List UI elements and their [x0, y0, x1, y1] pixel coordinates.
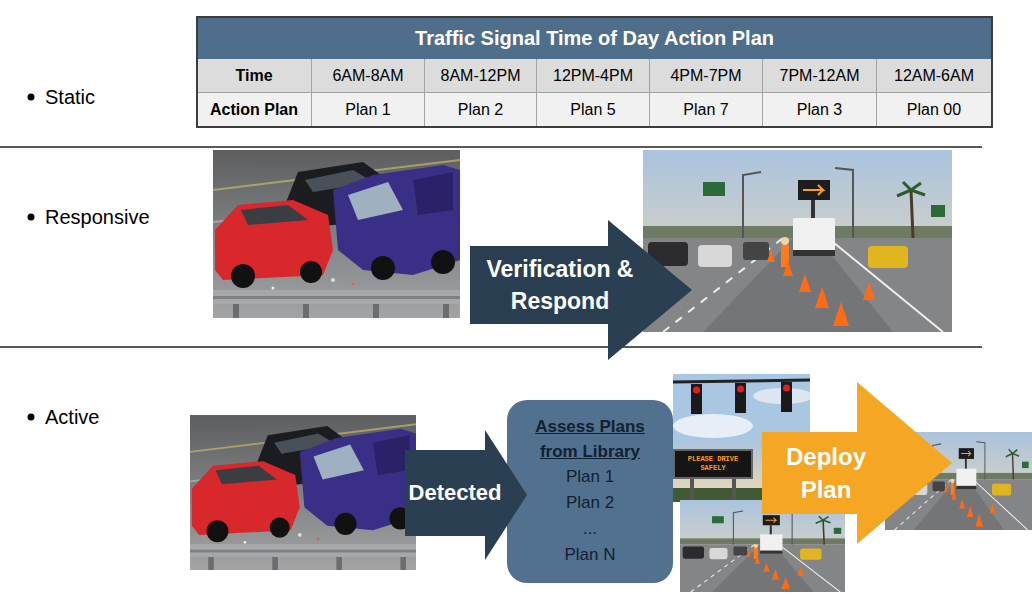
bullet-text-box: Responsive: [45, 204, 245, 230]
table-cell: Action Plan: [210, 100, 298, 120]
sign-text: PLEASE DRIVE SAFELY: [683, 455, 743, 473]
box-item: ...: [520, 516, 660, 542]
separator-line: [0, 146, 982, 148]
table-cell-box: Plan 5: [537, 93, 650, 127]
table-cell: Time: [235, 66, 272, 86]
bullet-dot: [28, 414, 35, 421]
arrow-text: Verification & Respond: [472, 253, 648, 317]
table-cell-box: 7PM-12AM: [763, 59, 877, 93]
bullet-text-box: Active: [45, 404, 245, 430]
table-cell-box: Plan 3: [763, 93, 877, 127]
table-cell-box: 12PM-4PM: [537, 59, 650, 93]
table-cell: 6AM-8AM: [332, 66, 403, 86]
box-fill: [507, 400, 673, 583]
bullet-text: Static: [45, 85, 95, 110]
bullet-text: Active: [45, 405, 99, 430]
table-cell: 12PM-4PM: [553, 66, 633, 86]
arrow-step: Detected: [405, 430, 527, 560]
box-item: Plan 1: [520, 464, 660, 490]
box-heading: Assess Plans from Library: [520, 414, 660, 464]
table-cell: 8AM-12PM: [440, 66, 520, 86]
table-cell-box: 8AM-12PM: [425, 59, 537, 93]
sign-text-box: PLEASE DRIVE SAFELY: [674, 450, 752, 478]
arrow-step: Verification & Respond: [470, 220, 692, 360]
table-cell: Plan 00: [907, 100, 961, 120]
table-cell: Plan 2: [458, 100, 503, 120]
text-stack: Deploy Plan: [762, 440, 890, 506]
table-cell: 12AM-6AM: [894, 66, 974, 86]
separator-line: [0, 346, 982, 348]
box-item: Plan 2: [520, 490, 660, 516]
table-cell-box: 6AM-8AM: [312, 59, 425, 93]
box-item: Plan N: [520, 542, 660, 568]
arrow-step: Deploy Plan: [762, 382, 952, 544]
signal-photo: [673, 374, 813, 440]
table-cell-box: 4PM-7PM: [650, 59, 763, 93]
table-header-box: Traffic Signal Time of Day Action Plan: [197, 17, 992, 59]
plan-library-box: Assess Plans from LibraryPlan 1Plan 2...…: [507, 400, 673, 583]
table-cell-box: Time: [197, 59, 312, 93]
table-cell: Plan 7: [683, 100, 728, 120]
table-cell-box: Plan 2: [425, 93, 537, 127]
table-cell: Plan 3: [797, 100, 842, 120]
table-cell: Plan 1: [345, 100, 390, 120]
arrow-text: Detected: [405, 478, 505, 508]
table-cell-box: Plan 00: [877, 93, 992, 127]
text-stack: Detected: [405, 478, 505, 508]
table-cell: 4PM-7PM: [670, 66, 741, 86]
arrow-fill: [762, 382, 952, 544]
table-cell-box: Action Plan: [197, 93, 312, 127]
table-cell-box: Plan 7: [650, 93, 763, 127]
bullet-dot: [28, 214, 35, 221]
table-header: Traffic Signal Time of Day Action Plan: [415, 26, 774, 51]
work-zone-photo: [643, 150, 952, 332]
bullet-text: Responsive: [45, 205, 150, 230]
text-stack: Assess Plans from LibraryPlan 1Plan 2...…: [507, 414, 673, 568]
bullet-dot: [28, 94, 35, 101]
text-stack: Verification & Respond: [472, 253, 648, 317]
table-cell: Plan 5: [570, 100, 615, 120]
table-cell-box: 12AM-6AM: [877, 59, 992, 93]
arrow-text: Deploy Plan: [762, 440, 890, 506]
table-cell-box: Plan 1: [312, 93, 425, 127]
crash-photo: [190, 415, 416, 570]
table-cell: 7PM-12AM: [779, 66, 859, 86]
crash-photo: [213, 150, 460, 318]
arrow-fill: [470, 220, 692, 360]
